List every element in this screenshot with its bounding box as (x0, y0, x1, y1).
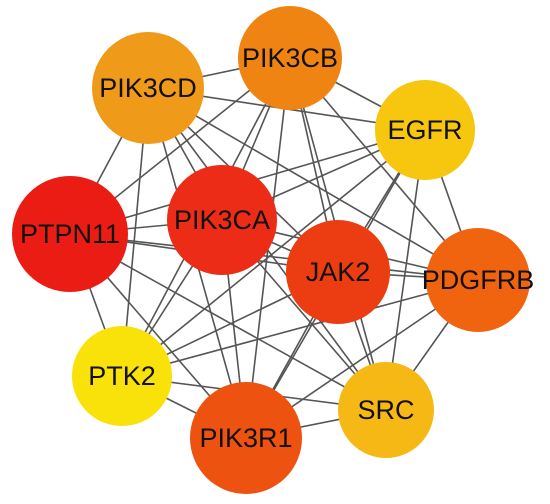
edge-pik3cd-pdgfrb (147, 87, 479, 281)
node-circle-ptpn11 (12, 176, 128, 292)
node-ptk2: PTK2 (72, 326, 172, 426)
node-egfr: EGFR (375, 80, 475, 180)
node-pdgfrb: PDGFRB (422, 228, 535, 332)
edge-ptpn11-src (69, 233, 387, 411)
node-circle-jak2 (286, 220, 390, 324)
node-pik3ca: PIK3CA (167, 165, 277, 275)
node-circle-pik3r1 (190, 382, 302, 494)
node-circle-ptk2 (72, 326, 172, 426)
node-label-egfr: EGFR (387, 115, 462, 145)
node-pik3cd: PIK3CD (92, 32, 204, 144)
node-label-pik3cd: PIK3CD (99, 73, 197, 103)
node-label-jak2: JAK2 (306, 257, 371, 287)
edge-ptpn11-pdgfrb (69, 233, 479, 281)
node-circle-pdgfrb (426, 228, 530, 332)
node-jak2: JAK2 (286, 220, 390, 324)
edge-egfr-ptk2 (121, 129, 426, 377)
node-circle-egfr (375, 80, 475, 180)
node-circle-pik3cd (92, 32, 204, 144)
node-label-src: SRC (357, 395, 414, 425)
node-src: SRC (338, 362, 434, 458)
node-circle-pik3cb (238, 6, 342, 110)
node-ptpn11: PTPN11 (12, 176, 128, 292)
node-label-pdgfrb: PDGFRB (422, 265, 535, 295)
node-label-ptpn11: PTPN11 (20, 219, 120, 249)
node-label-pik3cb: PIK3CB (242, 43, 338, 73)
node-pik3r1: PIK3R1 (190, 382, 302, 494)
node-circle-pik3ca (167, 165, 277, 275)
node-label-pik3r1: PIK3R1 (199, 423, 292, 453)
node-circle-src (338, 362, 434, 458)
node-pik3cb: PIK3CB (238, 6, 342, 110)
network-nodes: PIK3CD PIK3CB EGFR PTPN11 PIK3CA JAK2 PDGFRB PT… (12, 6, 534, 494)
node-label-pik3ca: PIK3CA (174, 205, 270, 235)
edge-pdgfrb-ptk2 (121, 279, 479, 377)
node-label-ptk2: PTK2 (88, 361, 156, 391)
